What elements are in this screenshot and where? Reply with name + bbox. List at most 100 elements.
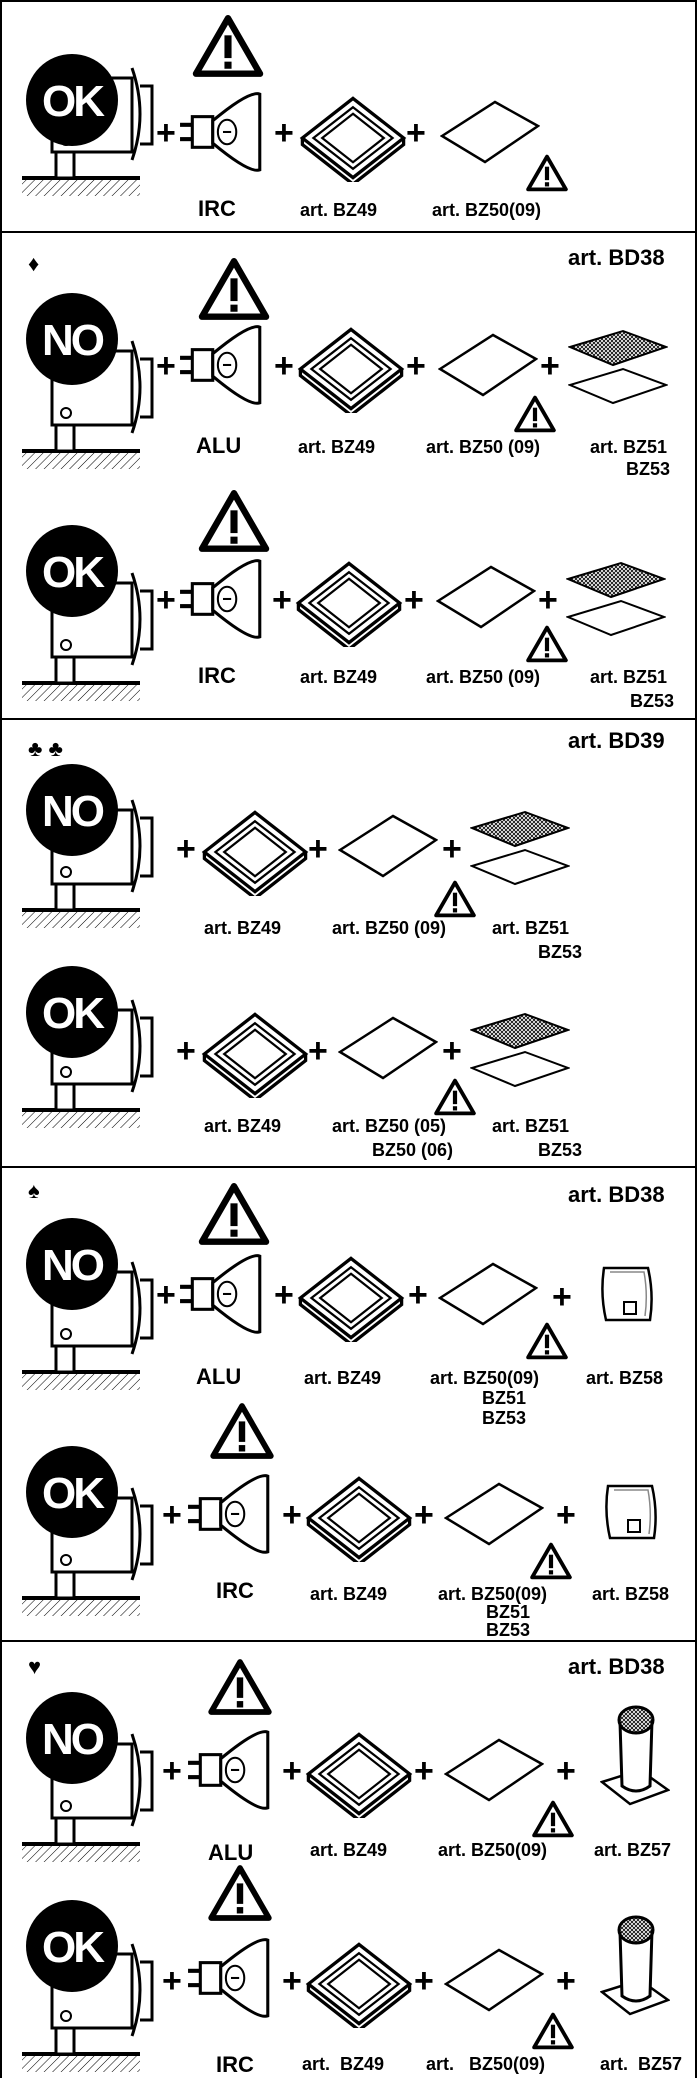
plus-sign: + xyxy=(156,583,176,617)
svg-text:NO: NO xyxy=(42,787,104,836)
club-marker: ♣ ♣ xyxy=(28,738,63,760)
glass-plate-icon xyxy=(338,812,438,882)
warning-icon xyxy=(434,1078,476,1116)
svg-text:OK: OK xyxy=(42,548,105,597)
frame-label: art. BZ49 xyxy=(204,1116,281,1137)
heart-marker: ♥ xyxy=(28,1656,41,1678)
lamp-icon xyxy=(186,1730,278,1812)
plus-sign: + xyxy=(538,583,558,617)
warning-icon xyxy=(514,395,556,433)
lamp-icon xyxy=(178,1254,270,1336)
ok-badge-icon: OK xyxy=(24,964,120,1060)
plus-sign: + xyxy=(442,1034,462,1068)
shutter-label: art. BZ58 xyxy=(592,1584,669,1605)
frame-icon xyxy=(200,1010,310,1098)
warning-icon xyxy=(210,1402,274,1460)
plus-sign: + xyxy=(552,1280,572,1314)
glass-plate-icon xyxy=(444,1480,544,1550)
ok-badge-icon: OK xyxy=(24,1898,120,1994)
lamp-label: ALU xyxy=(208,1840,253,1866)
frame-label: art. BZ49 xyxy=(204,918,281,939)
glass-label-3: BZ53 xyxy=(486,1620,530,1641)
plus-sign: + xyxy=(442,832,462,866)
frame-label: art. BZ49 xyxy=(310,1840,387,1861)
section-2: ♦ art. BD38 NO + + + + ALU art. BZ49 art… xyxy=(0,233,697,720)
plus-sign: + xyxy=(406,116,426,150)
frame-icon xyxy=(304,1940,414,2028)
plus-sign: + xyxy=(156,1278,176,1312)
plus-sign: + xyxy=(272,583,292,617)
plus-sign: + xyxy=(282,1964,302,1998)
lamp-icon xyxy=(186,1474,278,1556)
frame-icon xyxy=(304,1474,414,1562)
lamp-label: IRC xyxy=(198,663,236,689)
svg-text:OK: OK xyxy=(42,1923,105,1972)
ok-badge-icon: OK xyxy=(24,52,120,148)
plus-sign: + xyxy=(282,1754,302,1788)
lamp-label: IRC xyxy=(198,196,236,222)
glass-plate-icon xyxy=(438,331,538,401)
frame-label: art. BZ49 xyxy=(298,437,375,458)
plus-sign: + xyxy=(274,349,294,383)
warning-icon xyxy=(532,1800,574,1838)
warning-icon xyxy=(208,1864,272,1922)
section-5: ♥ art. BD38 NO + + + + ALU art. BZ49 art… xyxy=(0,1642,697,2078)
filter-label-2: BZ53 xyxy=(630,691,674,712)
warning-icon xyxy=(434,880,476,918)
frame-label: art. BZ49 xyxy=(304,1368,381,1389)
plus-sign: + xyxy=(282,1498,302,1532)
plus-sign: + xyxy=(414,1754,434,1788)
glass-label: art. BZ50 (09) xyxy=(426,437,540,458)
ok-badge-icon: OK xyxy=(24,1444,120,1540)
frame-icon xyxy=(296,325,406,413)
lamp-icon xyxy=(186,1938,278,2020)
filter-label: art. BZ51 xyxy=(590,667,667,688)
glass-label-2: BZ51 xyxy=(482,1388,526,1409)
filter-label: art. BZ51 xyxy=(590,437,667,458)
glass-label: art. BZ50 (09) xyxy=(332,918,446,939)
lamp-label: IRC xyxy=(216,2052,254,2078)
plus-sign: + xyxy=(556,1964,576,1998)
no-badge-icon: NO xyxy=(24,291,120,387)
warning-icon xyxy=(198,257,270,321)
frame-icon xyxy=(298,94,408,182)
plus-sign: + xyxy=(414,1498,434,1532)
plus-sign: + xyxy=(414,1964,434,1998)
filter-label-2: BZ53 xyxy=(626,459,670,480)
svg-text:OK: OK xyxy=(42,989,105,1038)
section-1: OK + + + IRC art. BZ49 art. BZ50(09) xyxy=(0,0,697,233)
plus-sign: + xyxy=(308,1034,328,1068)
plus-sign: + xyxy=(274,1278,294,1312)
frame-icon xyxy=(304,1730,414,1818)
glass-label-2: BZ50 (06) xyxy=(372,1140,453,1161)
plus-sign: + xyxy=(556,1498,576,1532)
frame-icon xyxy=(294,559,404,647)
svg-text:OK: OK xyxy=(42,77,105,126)
glass-label: art. BZ50(09) xyxy=(438,1840,547,1861)
warning-icon xyxy=(526,625,568,663)
plus-sign: + xyxy=(408,1278,428,1312)
section-3: ♣ ♣ art. BD39 NO + + + art. BZ49 art. BZ… xyxy=(0,720,697,1168)
glass-plate-icon xyxy=(444,1736,544,1806)
glass-plate-icon xyxy=(440,98,540,168)
warning-icon xyxy=(198,489,270,553)
frame-icon xyxy=(200,808,310,896)
spade-marker: ♠ xyxy=(28,1180,40,1202)
frame-icon xyxy=(296,1254,406,1342)
diamond-marker: ♦ xyxy=(28,253,39,275)
svg-text:NO: NO xyxy=(42,316,104,365)
plus-sign: + xyxy=(162,1754,182,1788)
filter-label: art. BZ51 xyxy=(492,918,569,939)
warning-icon xyxy=(208,1658,272,1716)
plus-sign: + xyxy=(176,1034,196,1068)
frame-label: art. BZ49 xyxy=(310,1584,387,1605)
snoot-label: art. BZ57 xyxy=(600,2054,682,2075)
plus-sign: + xyxy=(406,349,426,383)
svg-text:NO: NO xyxy=(42,1241,104,1290)
shutter-icon xyxy=(598,1264,658,1324)
lamp-icon xyxy=(178,325,270,407)
glass-label: art. BZ50(09) xyxy=(432,200,541,221)
frame-label: art. BZ49 xyxy=(302,2054,384,2075)
lamp-icon xyxy=(178,559,270,641)
plus-sign: + xyxy=(540,349,560,383)
